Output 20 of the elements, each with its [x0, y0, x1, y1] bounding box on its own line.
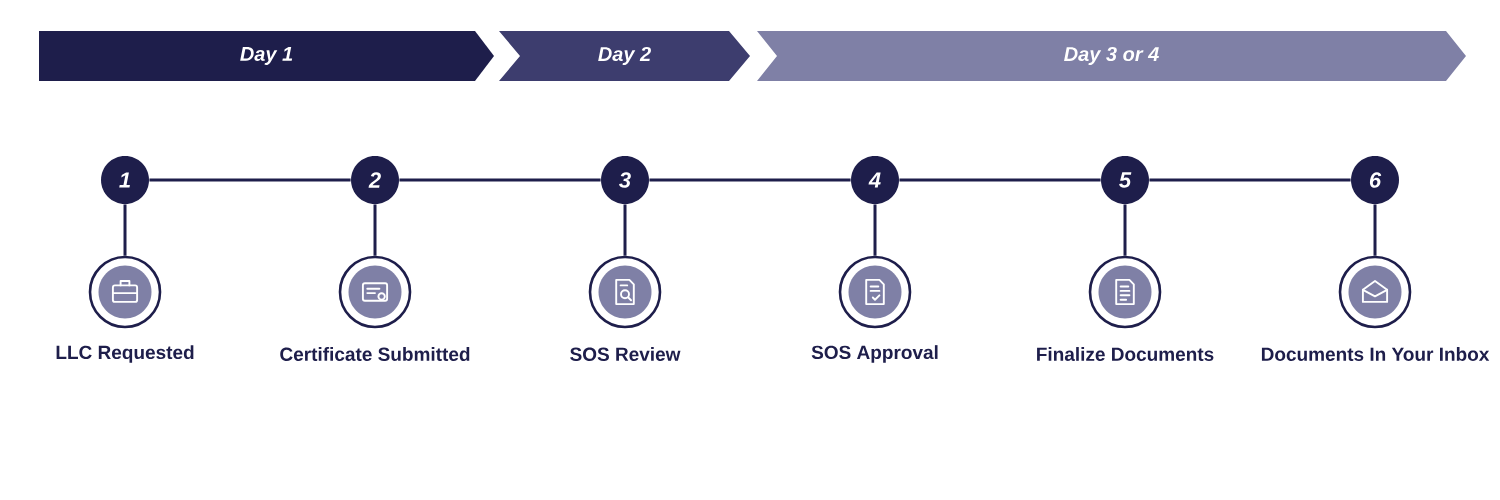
chevron-band: Day 1	[39, 31, 494, 81]
chevron-band: Day 2	[499, 31, 750, 81]
connector-line	[649, 178, 851, 182]
connector-line	[1123, 204, 1127, 256]
step-label: LLC Requested	[56, 345, 194, 363]
connector-line	[399, 178, 601, 182]
connector-line	[1373, 204, 1377, 256]
connector-line	[623, 204, 627, 256]
step-label: SOS Approval	[811, 345, 938, 363]
connector-line	[373, 204, 377, 256]
connector-line	[149, 178, 351, 182]
step-label: SOS Review	[570, 347, 681, 361]
connector-line	[123, 204, 127, 256]
connector-line	[899, 178, 1101, 182]
step-label: Certificate Submitted	[280, 347, 470, 361]
connector-line	[1149, 178, 1351, 182]
step-label: Documents In Your Inbox	[1261, 347, 1490, 361]
chevron-band: Day 3 or 4	[757, 31, 1466, 81]
connector-line	[873, 204, 877, 256]
step-label: Finalize Documents	[1037, 347, 1214, 361]
